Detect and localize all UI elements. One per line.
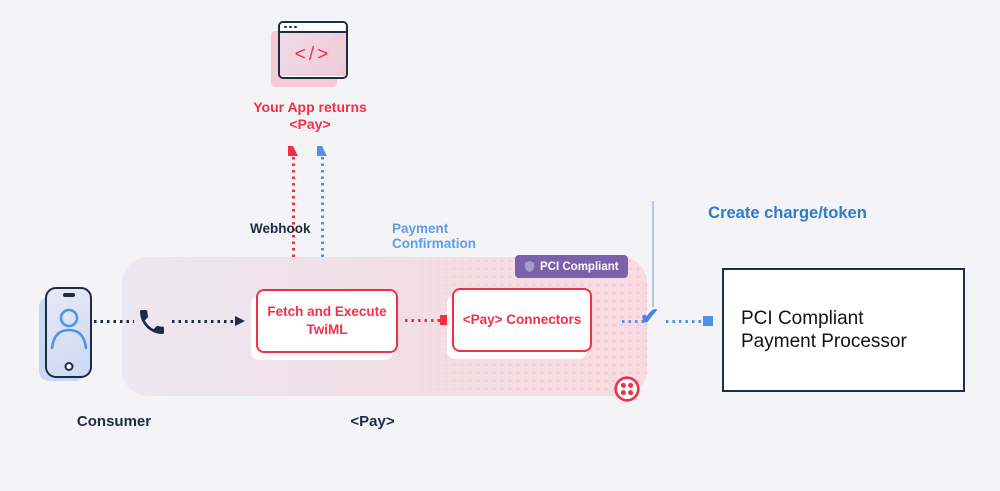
call-dotted-line-2 <box>172 320 234 323</box>
pci-badge-label: PCI Compliant <box>540 260 619 273</box>
code-glyph: </> <box>294 43 332 65</box>
titlebar-dot <box>289 25 292 29</box>
person-icon <box>50 308 87 350</box>
fetch-execute-twiml-node: Fetch and Execute TwiML <box>256 289 398 353</box>
processor-line2: Payment Processor <box>741 331 907 352</box>
titlebar-dot <box>294 25 297 29</box>
processor-line1: PCI Compliant <box>741 307 864 329</box>
phone-speaker <box>62 293 75 297</box>
twiml-to-connectors-line <box>405 319 440 322</box>
pay-connectors-node: <Pay> Connectors <box>452 288 592 352</box>
payment-processor-node: PCI Compliant Payment Processor <box>722 268 965 392</box>
consumer-phone-icon <box>45 287 92 378</box>
shield-icon <box>524 261 535 273</box>
phone-home-button <box>64 362 73 371</box>
twilio-logo <box>614 376 640 402</box>
confirmation-arrow-line <box>321 157 324 265</box>
fetch-line2: TwiML <box>306 322 348 337</box>
pay-connectors-label: <Pay> Connectors <box>462 312 582 327</box>
browser-body: </> <box>280 33 346 76</box>
call-handset-icon <box>140 310 164 334</box>
charge-dotted-line-1 <box>622 320 644 323</box>
call-dotted-line-1 <box>94 320 134 323</box>
check-icon: ✔ <box>640 303 660 329</box>
app-returns-label: Your App returns <Pay> <box>230 99 390 133</box>
charge-dotted-line-2 <box>666 320 704 323</box>
app-returns-line2: <Pay> <box>289 116 331 132</box>
webhook-arrowhead-up <box>288 146 298 156</box>
pci-compliant-badge: PCI Compliant <box>515 255 628 278</box>
charge-arrowhead <box>703 316 713 326</box>
payment-confirmation-label: Payment Confirmation <box>392 221 476 251</box>
webhook-arrow-line <box>292 157 295 265</box>
browser-titlebar <box>280 23 346 33</box>
titlebar-dot <box>284 25 287 29</box>
call-arrowhead <box>235 316 245 326</box>
browser-window-icon: </> <box>278 21 348 79</box>
charge-divider-line <box>652 201 654 307</box>
webhook-label: Webhook <box>250 221 311 236</box>
consumer-label: Consumer <box>76 413 152 430</box>
pay-label: <Pay> <box>350 413 395 430</box>
confirmation-arrowhead-up <box>317 146 327 156</box>
fetch-line1: Fetch and Execute <box>267 304 387 319</box>
create-charge-token-label: Create charge/token <box>708 204 867 222</box>
app-returns-line1: Your App returns <box>253 99 367 115</box>
twiml-to-connectors-arrowhead <box>440 315 450 325</box>
fetch-execute-twiml-label: Fetch and Execute TwiML <box>267 303 386 339</box>
